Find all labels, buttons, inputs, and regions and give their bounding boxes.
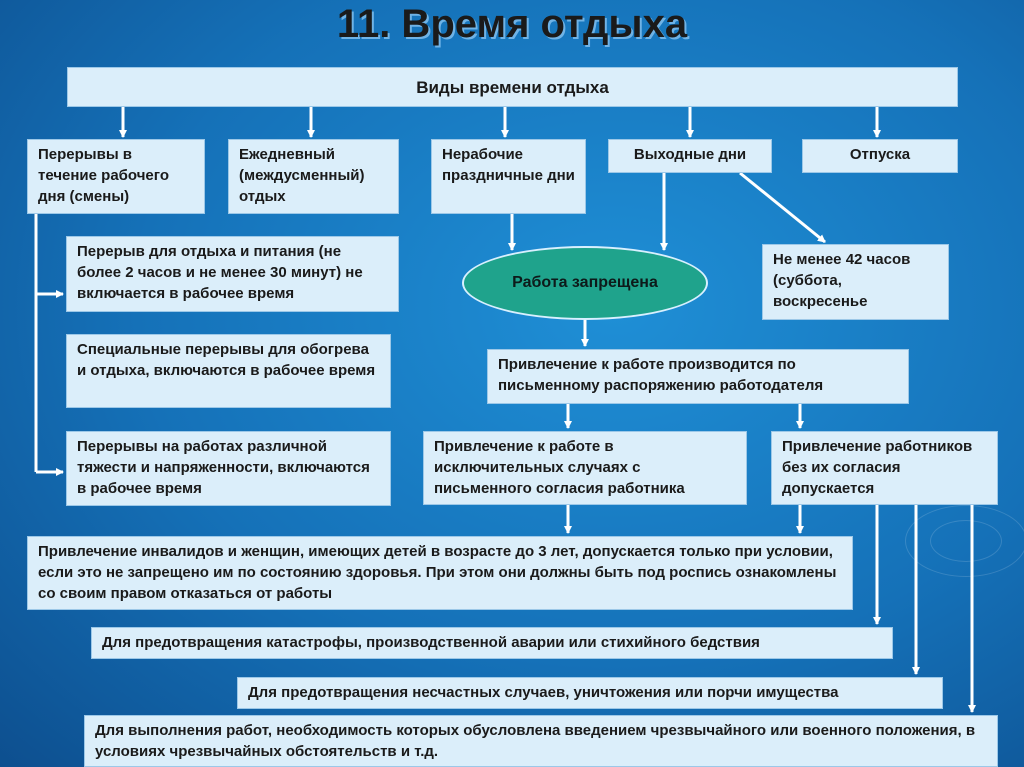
break-type-heavy-work: Перерывы на работах различной тяжести и … <box>66 431 391 506</box>
break-type-meal: Перерыв для отдыха и питания (не более 2… <box>66 236 399 312</box>
category-breaks: Перерывы в течение рабочего дня (смены) <box>27 139 205 214</box>
category-holidays: Нерабочие праздничные дни <box>431 139 586 214</box>
category-vacations: Отпуска <box>802 139 958 173</box>
written-order-box: Привлечение к работе производится по пис… <box>487 349 909 404</box>
ripple-decoration <box>905 505 1024 577</box>
disabled-women-box: Привлечение инвалидов и женщин, имеющих … <box>27 536 853 610</box>
without-consent-box: Привлечение работников без их согласия д… <box>771 431 998 505</box>
rest-types-header: Виды времени отдыха <box>67 67 958 107</box>
condition-catastrophe: Для предотвращения катастрофы, производс… <box>91 627 893 659</box>
work-forbidden-ellipse: Работа запрещена <box>462 246 708 320</box>
exceptional-consent-box: Привлечение к работе в исключительных сл… <box>423 431 747 505</box>
condition-accidents: Для предотвращения несчастных случаев, у… <box>237 677 943 709</box>
page-title: 11. Время отдыха <box>336 2 688 46</box>
category-daily-rest: Ежедневный (междусменный) отдых <box>228 139 399 214</box>
weekend-duration: Не менее 42 часов (суббота, воскресенье <box>762 244 949 320</box>
category-weekends: Выходные дни <box>608 139 772 173</box>
condition-emergency: Для выполнения работ, необходимость кото… <box>84 715 998 767</box>
break-type-heating: Специальные перерывы для обогрева и отды… <box>66 334 391 408</box>
